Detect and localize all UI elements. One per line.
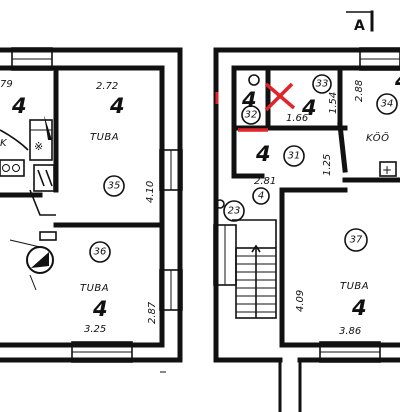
cabinet-icon — [33, 164, 55, 192]
room37-floor: 4 — [351, 296, 367, 320]
small-circle-marker — [215, 199, 225, 209]
kitchen-outlet-icon — [379, 161, 397, 177]
left-room4-a: 4 — [11, 94, 27, 118]
room-number-circle-34: 34 — [376, 93, 398, 115]
svg-text:4: 4 — [258, 191, 264, 202]
svg-text:32: 32 — [245, 110, 258, 121]
room36-side-dim: 2.87 — [147, 301, 158, 324]
left-window-top — [159, 149, 183, 191]
room35-side-dim: 4.10 — [145, 181, 156, 203]
dim-1-66: 1.66 — [286, 113, 308, 124]
section-marker-a: A — [354, 18, 365, 34]
left-window-bottom-wall — [71, 341, 133, 363]
svg-text:31: 31 — [288, 151, 301, 162]
left-window-bottom — [159, 269, 183, 311]
svg-text:33: 33 — [316, 79, 329, 90]
chimney-icon — [39, 231, 57, 241]
svg-text:※: ※ — [34, 140, 43, 153]
plus-icon: + — [382, 163, 392, 177]
left-window-top-wall — [11, 47, 53, 71]
room-number-circle-4: 4 — [252, 187, 270, 205]
right-floor4-d: 4 — [394, 69, 400, 93]
toilet-icon — [248, 74, 260, 86]
right-window-bottom-wall — [319, 341, 381, 363]
right-floor-plan: A — [213, 10, 400, 412]
left-floor-plan: ※ 79 4 K 2.72 4 TUBA — [0, 47, 183, 373]
dim-4-09: 4.09 — [295, 290, 306, 312]
svg-text:35: 35 — [108, 181, 121, 192]
dim-3-86: 3.86 — [339, 326, 361, 337]
left-room4-b: 4 — [109, 94, 125, 118]
right-floor4-b: 4 — [301, 96, 317, 120]
round-stove-icon — [9, 239, 54, 291]
room37-name: TUBA — [340, 281, 369, 292]
dim-2-88: 2.88 — [354, 80, 365, 102]
room36-bottom-dim: 3.25 — [84, 324, 106, 335]
room34-slant-wall — [337, 122, 348, 173]
room35-number-circle: 35 — [103, 175, 125, 197]
room35-name: TUBA — [90, 132, 119, 143]
right-floor4-a: 4 — [241, 88, 257, 112]
left-dim-top-left: 79 — [0, 79, 13, 90]
stair-landing-rail — [232, 219, 277, 248]
right-floor4-c: 4 — [255, 142, 271, 166]
right-window-top-wall — [359, 47, 400, 71]
room-number-circle-32: 32 — [241, 105, 261, 125]
door-icon — [29, 189, 56, 216]
arrow-mark-icon — [44, 115, 52, 140]
left-kitchen-letter: K — [0, 138, 8, 149]
left-room4-c: 4 — [92, 297, 108, 321]
room-number-circle-37: 37 — [344, 228, 368, 252]
red-cross-mark — [264, 82, 296, 112]
stove-icon — [0, 159, 25, 177]
left-outer-wall — [0, 47, 183, 363]
svg-text:34: 34 — [381, 99, 394, 110]
svg-text:37: 37 — [350, 235, 363, 246]
door-swing-icon — [0, 129, 29, 151]
svg-text:36: 36 — [94, 247, 107, 258]
wc-number-circle-33: 33 — [312, 74, 332, 94]
room36-number-circle: 36 — [89, 241, 111, 263]
room36-name: TUBA — [80, 283, 109, 294]
dim-1-25: 1.25 — [322, 154, 333, 176]
room-number-circle-23: 23 — [223, 200, 245, 222]
room35-top-dim: 2.72 — [96, 81, 118, 92]
room-number-circle-31: 31 — [283, 145, 305, 167]
svg-text:23: 23 — [228, 206, 241, 217]
dim-1-54: 1.54 — [328, 92, 339, 114]
kitchen-name-koo: KÖÖ — [366, 131, 390, 144]
dim-2-81: 2.81 — [254, 176, 276, 187]
staircase-icon — [235, 244, 277, 319]
